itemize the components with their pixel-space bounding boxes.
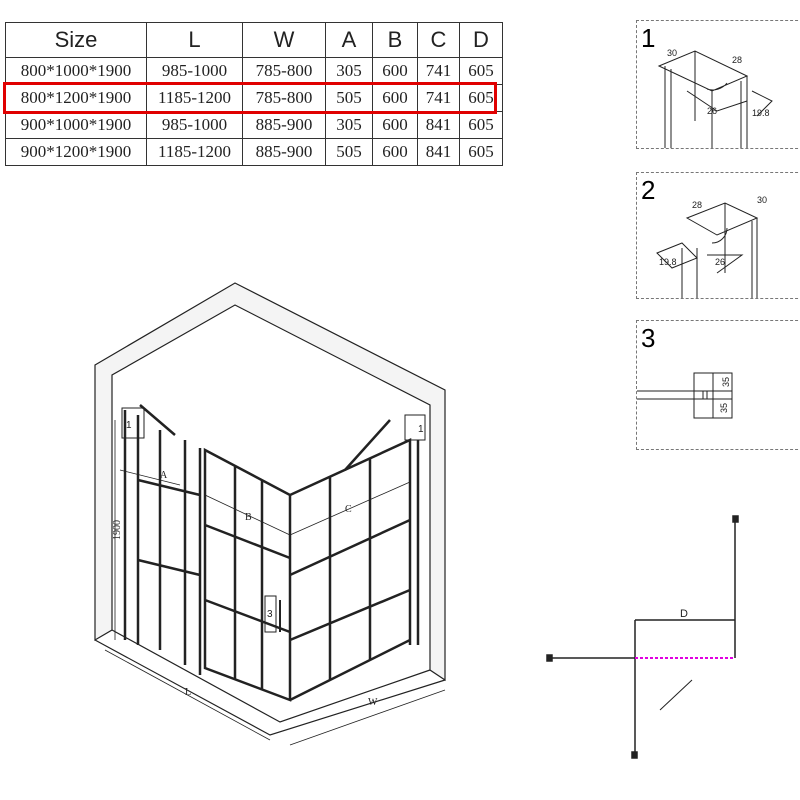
label-b: B bbox=[245, 512, 252, 523]
profile-1-drawing: 30 28 26 19.8 bbox=[657, 48, 773, 148]
front-door-panel bbox=[203, 447, 292, 702]
dim-label: 35 bbox=[719, 403, 729, 413]
cell: 800*1000*1900 bbox=[5, 57, 147, 85]
dim-label: 30 bbox=[667, 48, 677, 58]
cell: 605 bbox=[459, 138, 503, 166]
cell: 605 bbox=[459, 111, 503, 139]
callout-3: 3 bbox=[267, 609, 273, 620]
header-l: L bbox=[146, 22, 243, 58]
cell: 985-1000 bbox=[146, 57, 243, 85]
cell: 505 bbox=[325, 84, 373, 112]
detail-number: 3 bbox=[641, 323, 656, 353]
cell: 305 bbox=[325, 57, 373, 85]
callout-1-box bbox=[121, 407, 145, 439]
cell: 800*1200*1900 bbox=[5, 84, 147, 112]
cell: 741 bbox=[417, 57, 460, 85]
detail-1: 1 30 28 26 19.8 bbox=[636, 20, 800, 149]
label-height: 1900 bbox=[112, 520, 123, 540]
cell: 741 bbox=[417, 84, 460, 112]
callout-1: 1 bbox=[126, 420, 132, 431]
cell: 1185-1200 bbox=[146, 138, 243, 166]
plan-view: D bbox=[546, 515, 739, 759]
highlight-box bbox=[3, 82, 497, 114]
callout-3-box bbox=[264, 595, 277, 633]
dim-label: 28 bbox=[692, 200, 702, 210]
dim-label: 19.8 bbox=[752, 108, 770, 118]
cell: 505 bbox=[325, 138, 373, 166]
label-w: W bbox=[368, 697, 378, 708]
header-c: C bbox=[417, 22, 460, 58]
cell: 885-900 bbox=[242, 138, 326, 166]
handle-drawing: 35 35 bbox=[637, 372, 733, 419]
cell: 841 bbox=[417, 138, 460, 166]
label-a: A bbox=[160, 470, 168, 481]
header-size: Size bbox=[5, 22, 147, 58]
left-panel bbox=[123, 410, 202, 675]
right-panel bbox=[289, 438, 420, 702]
cell: 900*1000*1900 bbox=[5, 111, 147, 139]
detail-2: 2 28 30 19.8 26 bbox=[636, 172, 800, 299]
label-d: D bbox=[680, 608, 688, 620]
cell: 841 bbox=[417, 111, 460, 139]
profile-2-drawing: 28 30 19.8 26 bbox=[656, 195, 767, 298]
callout-1b: 1 bbox=[418, 424, 424, 435]
header-d: D bbox=[459, 22, 503, 58]
cell: 600 bbox=[372, 84, 418, 112]
dim-label: 35 bbox=[721, 377, 731, 387]
detail-number: 1 bbox=[641, 23, 656, 53]
cell: 900*1200*1900 bbox=[5, 138, 147, 166]
dimension-lines bbox=[104, 420, 446, 746]
callout-1b-box bbox=[404, 414, 426, 441]
cell: 600 bbox=[372, 138, 418, 166]
dim-label: 28 bbox=[732, 55, 742, 65]
dim-label: 26 bbox=[707, 106, 717, 116]
dim-label: 26 bbox=[715, 257, 725, 267]
dim-label: 19.8 bbox=[659, 257, 677, 267]
cell: 885-900 bbox=[242, 111, 326, 139]
dim-label: 30 bbox=[757, 195, 767, 205]
cell: 605 bbox=[459, 57, 503, 85]
floor-outline bbox=[94, 629, 446, 736]
detail-3: 3 35 35 bbox=[636, 320, 800, 450]
back-walls bbox=[94, 282, 446, 682]
label-c: C bbox=[345, 504, 352, 515]
support-bars bbox=[139, 404, 391, 471]
detail-number: 2 bbox=[641, 175, 656, 205]
label-l: L bbox=[185, 687, 191, 698]
